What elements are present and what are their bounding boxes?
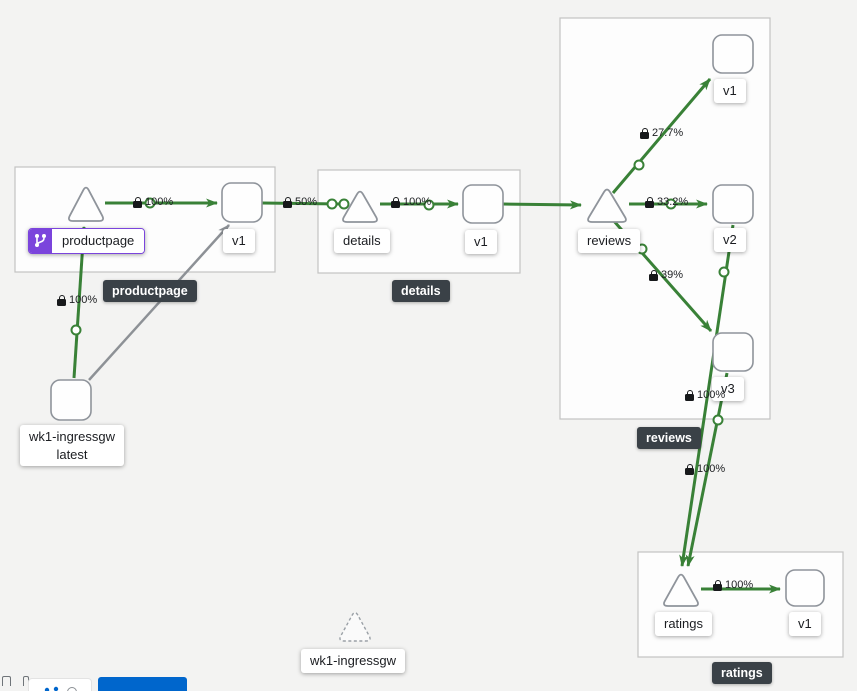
workload-node-reviews-v2[interactable] bbox=[712, 184, 754, 224]
edge-waypoint-circle bbox=[326, 198, 338, 210]
edge-ingressgw-to-productpage-v1[interactable] bbox=[88, 224, 230, 381]
toolbar-partial-icon bbox=[2, 676, 11, 686]
mtls-lock-icon bbox=[391, 196, 400, 208]
graph-display-button[interactable] bbox=[28, 678, 92, 691]
mtls-lock-icon bbox=[57, 294, 66, 306]
edge-waypoint-circle bbox=[423, 199, 435, 211]
edge-waypoint-circle bbox=[338, 198, 350, 210]
traffic-percentage: 100% bbox=[69, 294, 98, 306]
graph-icon bbox=[44, 686, 58, 691]
mtls-lock-icon bbox=[685, 389, 694, 401]
node-label-details-service[interactable]: details bbox=[334, 229, 390, 253]
service-node-reviews-service[interactable] bbox=[587, 188, 627, 223]
workload-node-details-v1[interactable] bbox=[462, 184, 504, 224]
workload-node-reviews-v1[interactable] bbox=[712, 34, 754, 74]
node-label-wk1-ingressgw-latest[interactable]: wk1-ingressgw latest bbox=[20, 425, 124, 467]
service-node-productpage-service[interactable] bbox=[68, 186, 104, 222]
circle-icon bbox=[66, 687, 77, 691]
node-label-reviews-service[interactable]: reviews bbox=[578, 229, 641, 253]
node-label-reviews-v1[interactable]: v1 bbox=[714, 79, 746, 103]
node-label-wk1-ingressgw-service[interactable]: wk1-ingressgw bbox=[301, 649, 405, 673]
service-node-details-service[interactable] bbox=[342, 190, 378, 223]
traffic-percentage: 100% bbox=[697, 389, 726, 401]
mtls-lock-icon bbox=[283, 196, 292, 208]
mtls-lock-icon bbox=[649, 269, 658, 281]
service-node-wk1-ingressgw-service[interactable] bbox=[339, 611, 371, 642]
app-box-label-details: details bbox=[392, 280, 450, 302]
traffic-percentage: 100% bbox=[145, 196, 174, 208]
edge-reviews-service-to-v1[interactable] bbox=[611, 78, 712, 194]
edge-traffic-label: 100% bbox=[57, 294, 97, 306]
mtls-lock-icon bbox=[645, 196, 654, 208]
workload-node-ratings-v1[interactable] bbox=[785, 569, 825, 607]
edge-traffic-label: 33.2% bbox=[645, 196, 688, 208]
graph-toolbar-partial bbox=[2, 676, 29, 686]
edge-waypoint-circle bbox=[70, 324, 82, 336]
traffic-percentage: 100% bbox=[403, 196, 432, 208]
service-node-ratings-service[interactable] bbox=[663, 573, 699, 607]
mtls-lock-icon bbox=[713, 579, 722, 591]
workload-node-wk1-ingressgw-latest[interactable] bbox=[50, 379, 92, 421]
traffic-percentage: 33.2% bbox=[657, 196, 689, 208]
edge-waypoint-circle bbox=[633, 159, 645, 171]
node-label-reviews-v3[interactable]: v3 bbox=[712, 377, 744, 401]
traffic-percentage: 27.7% bbox=[652, 127, 684, 139]
node-label-details-v1[interactable]: v1 bbox=[465, 230, 497, 254]
mtls-lock-icon bbox=[640, 127, 649, 139]
edge-traffic-label: 100% bbox=[391, 196, 431, 208]
edge-waypoint-circle bbox=[718, 266, 730, 278]
mtls-lock-icon bbox=[685, 463, 694, 475]
edge-reviews-v2-to-ratings-service[interactable] bbox=[679, 224, 735, 567]
node-label-productpage-v1[interactable]: v1 bbox=[223, 229, 255, 253]
traffic-percentage: 50% bbox=[295, 196, 318, 208]
traffic-percentage: 100% bbox=[725, 579, 754, 591]
traffic-percentage: 39% bbox=[661, 269, 684, 281]
legend-button[interactable] bbox=[98, 677, 187, 691]
node-label-ratings-service[interactable]: ratings bbox=[655, 612, 713, 636]
edge-traffic-label: 100% bbox=[685, 389, 725, 401]
traffic-percentage: 100% bbox=[697, 463, 726, 475]
edge-waypoint-circle bbox=[144, 197, 156, 209]
edge-traffic-label: 100% bbox=[685, 463, 725, 475]
app-box-label-ratings: ratings bbox=[712, 662, 772, 684]
node-label-ratings-v1[interactable]: v1 bbox=[789, 612, 821, 636]
edge-waypoint-circle bbox=[712, 414, 724, 426]
virtual-service-badge-icon bbox=[29, 229, 52, 253]
workload-node-reviews-v3[interactable] bbox=[712, 332, 754, 372]
edge-waypoint-circle bbox=[665, 198, 677, 210]
mtls-lock-icon bbox=[133, 196, 142, 208]
app-box-label-reviews: reviews bbox=[637, 427, 701, 449]
node-label-productpage-service[interactable]: productpage bbox=[28, 228, 146, 254]
edge-traffic-label: 39% bbox=[649, 269, 683, 281]
edge-details-v1-to-reviews-service[interactable] bbox=[502, 200, 582, 210]
edge-traffic-label: 100% bbox=[713, 579, 753, 591]
edge-reviews-v3-to-ratings-service[interactable] bbox=[685, 372, 729, 567]
workload-node-productpage-v1[interactable] bbox=[221, 182, 263, 223]
node-label-reviews-v2[interactable]: v2 bbox=[714, 228, 746, 252]
node-label-text: productpage bbox=[52, 229, 145, 253]
edge-traffic-label: 100% bbox=[133, 196, 173, 208]
edge-traffic-label: 27.7% bbox=[640, 127, 683, 139]
app-box-label-productpage: productpage bbox=[103, 280, 197, 302]
edge-traffic-label: 50% bbox=[283, 196, 317, 208]
